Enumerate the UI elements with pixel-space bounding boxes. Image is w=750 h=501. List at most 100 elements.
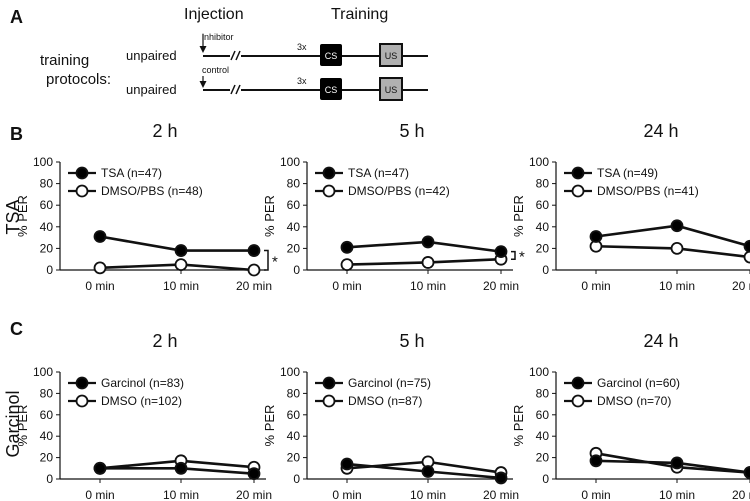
us-label-2: US — [385, 85, 398, 95]
chart-title: 5 h — [399, 331, 424, 351]
x-tick-label: 0 min — [332, 488, 361, 501]
legend-marker — [571, 394, 585, 408]
y-tick-label: 40 — [536, 220, 550, 234]
data-point-series-1 — [174, 461, 188, 475]
data-point-series-1 — [174, 244, 188, 257]
data-point-series-2 — [421, 256, 435, 269]
y-tick-label: 100 — [33, 155, 53, 169]
x-tick-label: 10 min — [163, 488, 199, 501]
us-label-1: US — [385, 51, 398, 61]
y-tick-label: 0 — [542, 472, 549, 486]
data-point-series-1 — [340, 240, 354, 254]
y-axis-label: % PER — [15, 405, 30, 447]
protocol-row-1-condition: unpaired — [126, 48, 177, 63]
x-tick-label: 20 min — [483, 488, 519, 501]
legend-marker — [322, 376, 336, 390]
significance-marker: * — [272, 253, 278, 270]
significance-bracket — [511, 250, 516, 260]
training-heading: Training — [331, 6, 388, 23]
protocol-row-2-condition: unpaired — [126, 82, 177, 97]
legend-label: DMSO/PBS (n=42) — [348, 184, 450, 198]
chart-title: 2 h — [152, 121, 177, 141]
data-point-series-1 — [494, 471, 508, 485]
y-tick-label: 40 — [40, 220, 54, 234]
chart-title: 5 h — [399, 121, 424, 141]
cs-box-1 — [320, 44, 342, 66]
y-tick-label: 60 — [40, 408, 54, 422]
legend-marker — [75, 184, 89, 198]
x-tick-label: 20 min — [483, 279, 519, 293]
y-axis-label: % PER — [511, 195, 526, 237]
y-tick-label: 80 — [40, 177, 54, 191]
data-point-series-1 — [247, 244, 261, 257]
protocol-schematic: A Injection Training training protocols:… — [10, 6, 428, 101]
legend-marker — [571, 376, 585, 390]
y-tick-label: 60 — [287, 408, 301, 422]
data-point-series-1 — [589, 454, 603, 468]
data-point-series-2 — [93, 261, 107, 275]
legend-label: DMSO (n=87) — [348, 394, 422, 408]
y-tick-label: 40 — [40, 429, 54, 443]
y-tick-label: 20 — [536, 241, 550, 255]
significance-marker: * — [519, 248, 525, 265]
data-point-series-2 — [247, 263, 261, 277]
protocol-row-2-trials: 3x — [297, 76, 307, 86]
data-point-series-2 — [743, 250, 750, 264]
y-tick-label: 80 — [40, 386, 54, 400]
y-tick-label: 100 — [529, 155, 549, 169]
legend-marker — [571, 184, 585, 198]
x-tick-label: 0 min — [85, 488, 114, 501]
legend-marker — [75, 394, 89, 408]
y-tick-label: 60 — [536, 198, 550, 212]
x-tick-label: 10 min — [410, 279, 446, 293]
y-tick-label: 0 — [542, 263, 549, 277]
data-point-series-1 — [247, 467, 261, 481]
x-tick-label: 20 min — [236, 279, 272, 293]
data-point-series-1 — [93, 230, 107, 243]
legend-label: DMSO/PBS (n=48) — [101, 184, 203, 198]
panel-a-letter: A — [10, 7, 23, 27]
y-tick-label: 0 — [46, 472, 53, 486]
x-tick-label: 10 min — [163, 279, 199, 293]
row-title-garcinol: Garcinol — [3, 390, 23, 457]
legend-marker — [322, 166, 336, 180]
legend-label: Garcinol (n=83) — [101, 376, 184, 390]
data-point-series-1 — [421, 465, 435, 478]
y-tick-label: 80 — [287, 177, 301, 191]
data-point-series-1 — [589, 230, 603, 243]
panel-b-letter: B — [10, 124, 23, 144]
y-tick-label: 60 — [287, 198, 301, 212]
y-axis-label: % PER — [262, 405, 277, 447]
y-tick-label: 0 — [293, 263, 300, 277]
y-tick-label: 100 — [280, 155, 300, 169]
chart-title: 24 h — [643, 331, 678, 351]
x-tick-label: 10 min — [410, 488, 446, 501]
y-tick-label: 60 — [40, 198, 54, 212]
y-tick-label: 40 — [287, 220, 301, 234]
legend-marker — [322, 394, 336, 408]
data-point-series-1 — [743, 466, 750, 479]
data-point-series-1 — [670, 219, 684, 233]
y-tick-label: 40 — [536, 429, 550, 443]
x-tick-label: 0 min — [332, 279, 361, 293]
data-point-series-1 — [93, 461, 107, 475]
y-tick-label: 80 — [287, 386, 301, 400]
significance-bracket — [264, 249, 269, 271]
legend-marker — [322, 184, 336, 198]
us-box-2 — [379, 77, 403, 101]
y-tick-label: 80 — [536, 386, 550, 400]
data-point-series-2 — [670, 241, 684, 255]
y-tick-label: 100 — [33, 365, 53, 379]
y-axis-label: % PER — [511, 405, 526, 447]
data-point-series-2 — [174, 258, 188, 272]
y-tick-label: 0 — [46, 263, 53, 277]
data-point-series-1 — [670, 456, 684, 470]
injection-heading: Injection — [184, 6, 244, 23]
y-tick-label: 20 — [536, 451, 550, 465]
cs-label-2: CS — [325, 85, 338, 95]
